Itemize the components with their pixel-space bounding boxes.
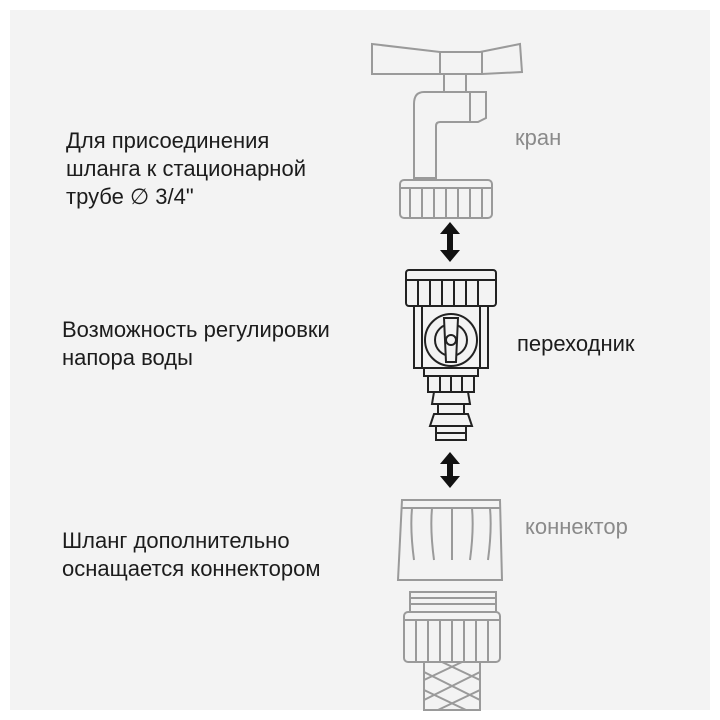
double-arrow-icon [440,452,460,488]
faucet-caption: Для присоединения шланга к стационарной … [66,128,306,209]
double-arrow-icon [440,222,460,262]
diagram-panel [10,10,710,710]
regulation-caption: Возможность регулировки напора воды [62,317,330,370]
faucet-label: кран [515,125,562,150]
connector-label: коннектор [525,514,628,539]
adapter-illustration [405,269,497,441]
hose-illustration [423,661,481,711]
faucet-illustration [371,42,524,219]
hose-caption: Шланг дополнительно оснащается коннектор… [62,528,321,581]
adapter-label: переходник [517,331,635,356]
connector-illustration [396,499,504,663]
